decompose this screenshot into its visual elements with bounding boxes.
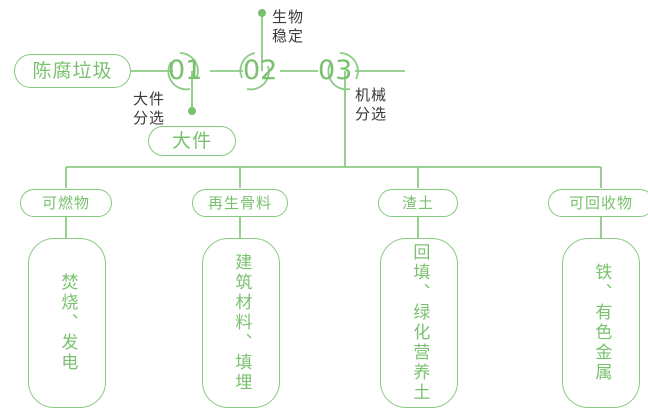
usage-text-2: 建筑材料、填埋 xyxy=(231,253,252,393)
stage-endpoint-dot xyxy=(258,9,266,17)
usage-box-3[interactable]: 回填、绿化营养土 xyxy=(380,238,458,408)
step-annotation-03: 机械 分选 xyxy=(355,86,388,123)
step-number-01[interactable]: 01 xyxy=(168,55,203,86)
step-annotation-02: 生物 稳定 xyxy=(272,8,305,45)
category-pill-2[interactable]: 再生骨料 xyxy=(192,189,288,217)
usage-text-3: 回填、绿化营养土 xyxy=(409,243,430,403)
usage-box-1[interactable]: 焚烧、发电 xyxy=(28,238,106,408)
source-pill[interactable]: 陈腐垃圾 xyxy=(14,54,131,88)
usage-text-1: 焚烧、发电 xyxy=(57,273,78,373)
step-number-03[interactable]: 03 xyxy=(318,55,353,86)
branch-output-pill[interactable]: 大件 xyxy=(148,126,236,156)
category-pill-4[interactable]: 可回收物 xyxy=(548,189,648,217)
category-pill-3[interactable]: 渣土 xyxy=(378,189,458,217)
step-number-02[interactable]: 02 xyxy=(243,55,278,86)
branch-endpoint-dot xyxy=(188,107,196,115)
step-annotation-01: 大件 分选 xyxy=(133,90,166,127)
category-pill-1[interactable]: 可燃物 xyxy=(20,189,112,217)
usage-box-2[interactable]: 建筑材料、填埋 xyxy=(202,238,280,408)
usage-box-4[interactable]: 铁、有色金属 xyxy=(562,238,640,408)
usage-text-4: 铁、有色金属 xyxy=(591,263,612,383)
